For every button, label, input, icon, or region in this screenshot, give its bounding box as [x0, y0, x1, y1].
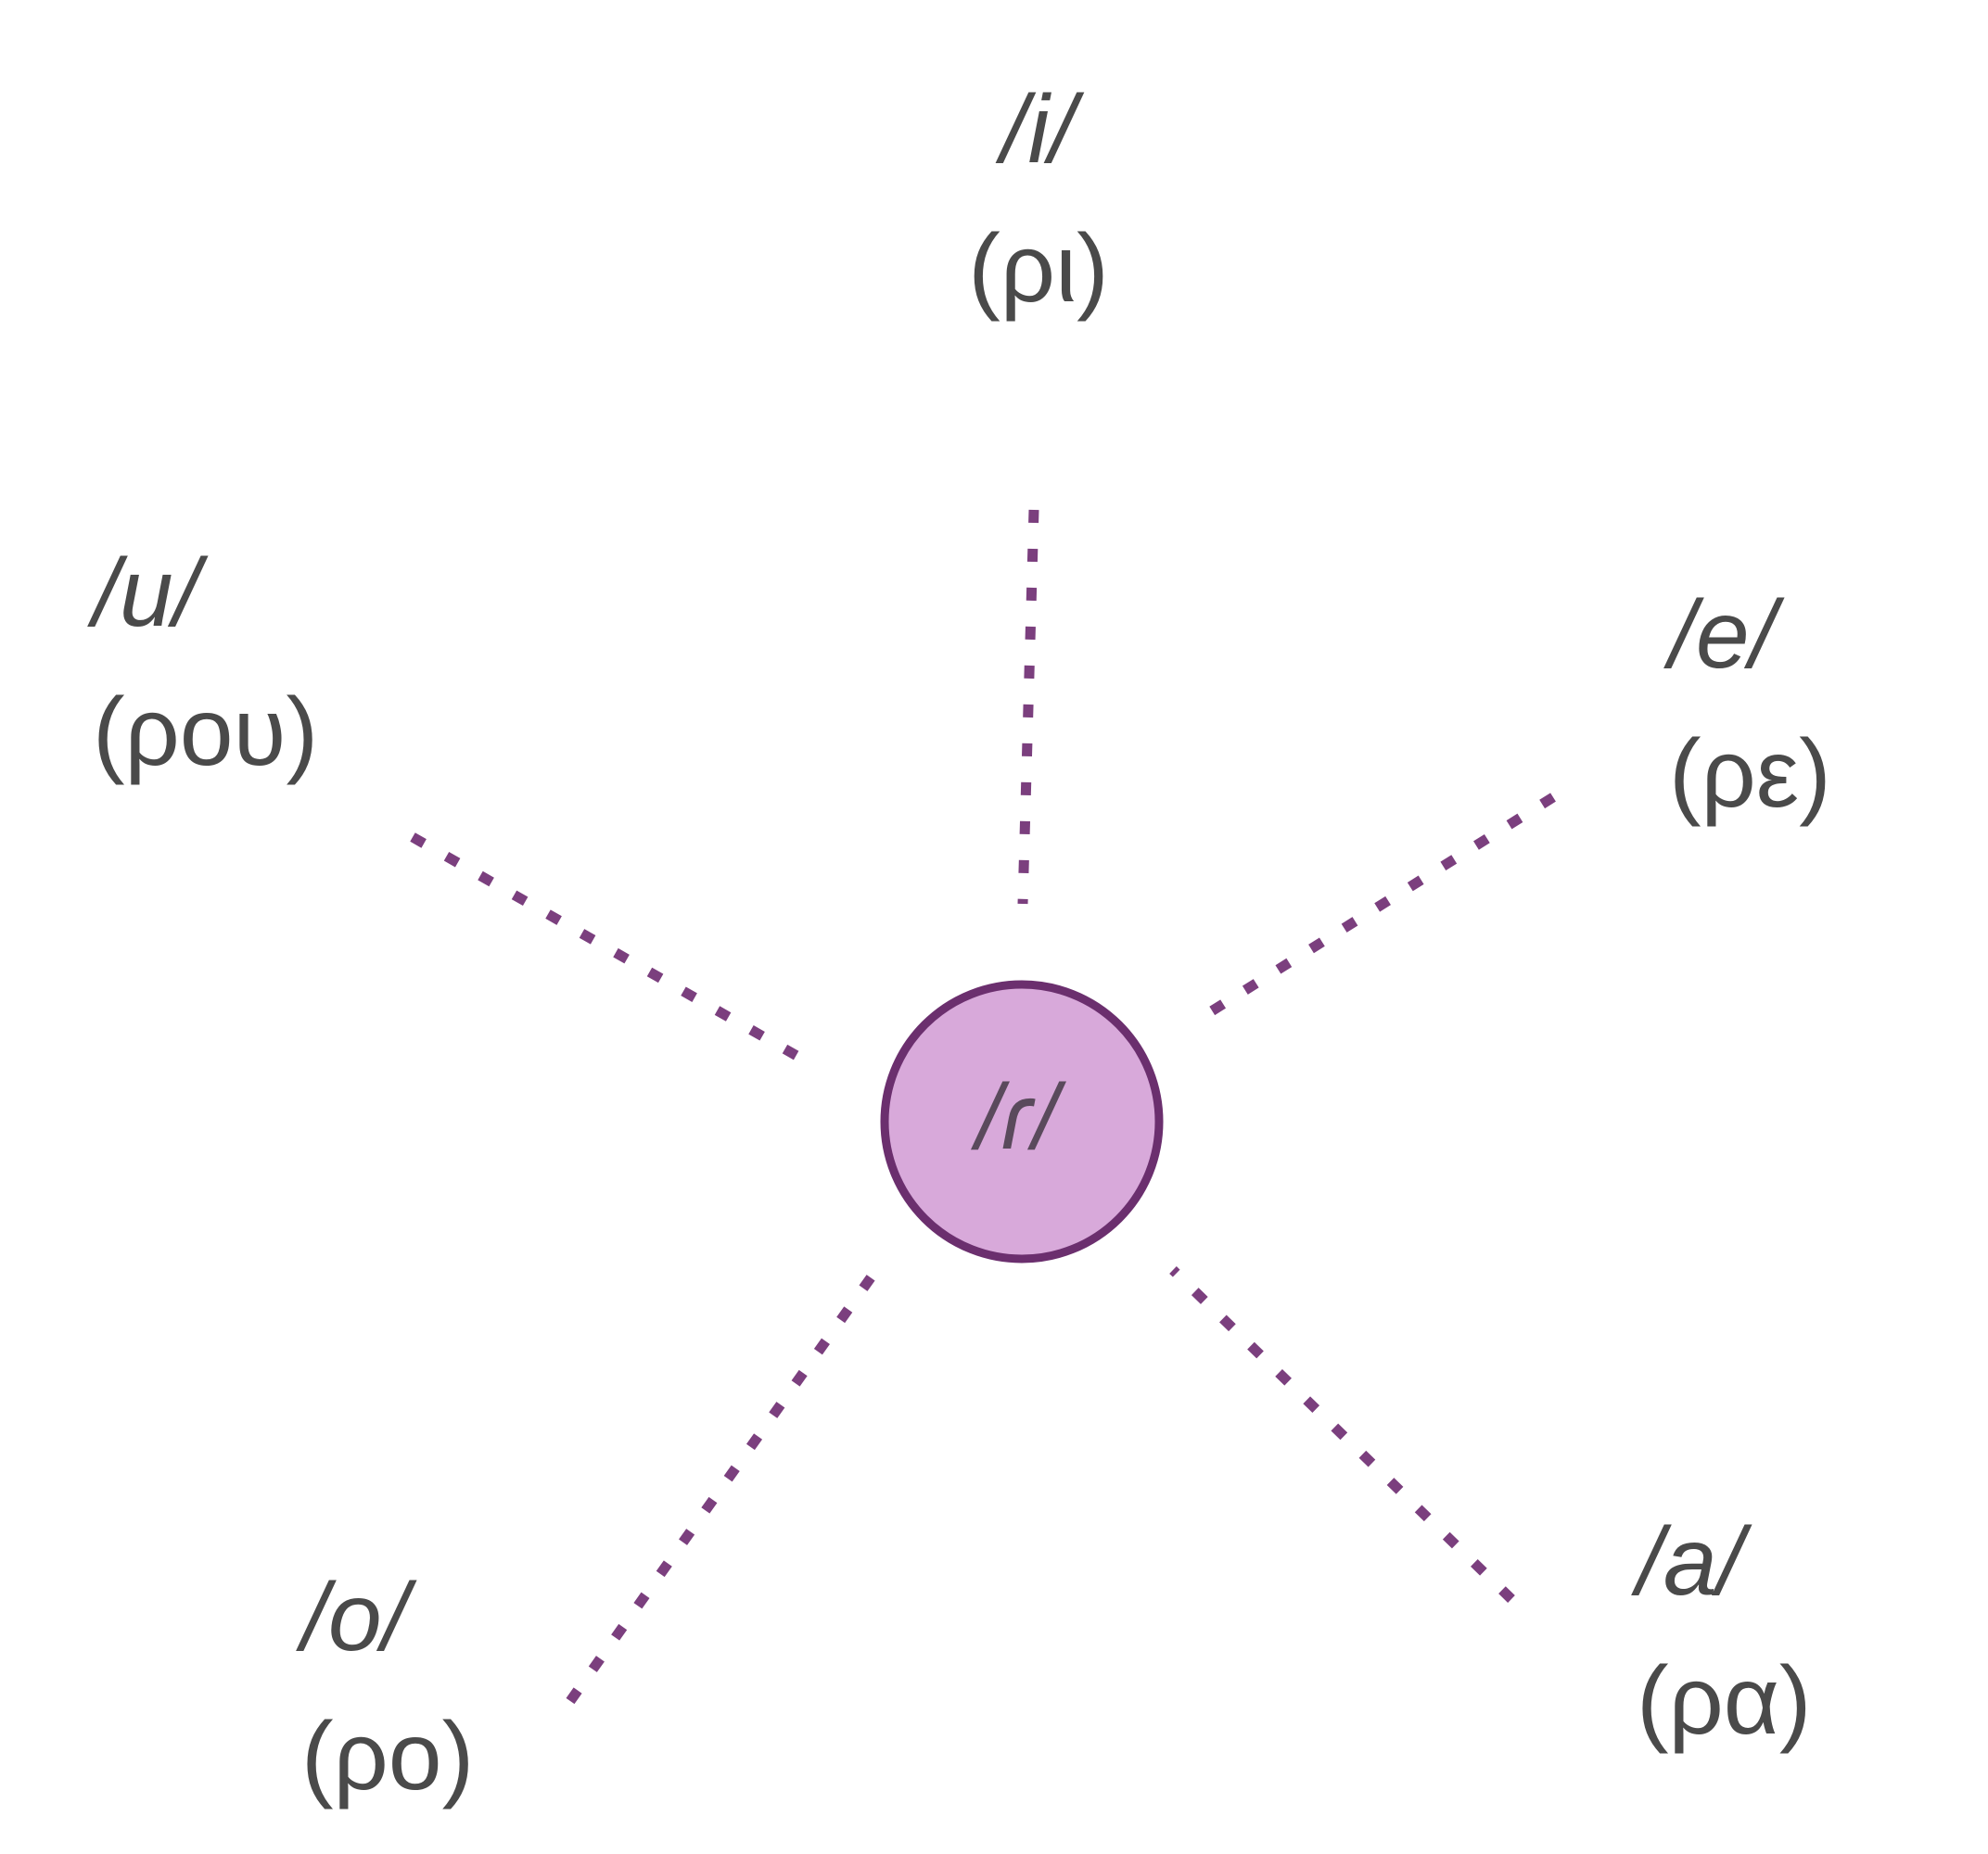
node-a-phoneme: /a/: [1637, 1508, 1744, 1616]
center-node-circle: [880, 980, 1164, 1264]
node-u: /u/ (ρου): [93, 524, 389, 802]
connector-i: [1017, 509, 1039, 905]
connector-o: [566, 1266, 881, 1705]
connector-e: [1203, 793, 1556, 1020]
connectors: [410, 509, 1556, 1705]
node-i: /i/ (ρι): [927, 60, 1150, 338]
node-a-example: (ρα): [1637, 1647, 1812, 1755]
node-e: /e/ (ρε): [1669, 565, 1910, 844]
center-node-label: /ɾ/: [975, 1065, 1059, 1169]
node-e-phoneme: /e/: [1669, 581, 1777, 689]
node-o-phoneme: /o/: [301, 1564, 409, 1671]
node-u-example: (ρου): [93, 679, 319, 786]
node-o-example: (ρο): [301, 1703, 475, 1810]
connector-a: [1169, 1266, 1515, 1603]
node-u-phoneme: /u/: [93, 540, 200, 647]
node-i-example: (ρι): [968, 215, 1109, 323]
node-i-phoneme: /i/: [1000, 76, 1077, 184]
node-e-example: (ρε): [1669, 720, 1831, 828]
node-o: /o/ (ρο): [301, 1548, 542, 1826]
connector-u: [410, 832, 809, 1066]
node-a: /a/ (ρα): [1637, 1492, 1878, 1771]
